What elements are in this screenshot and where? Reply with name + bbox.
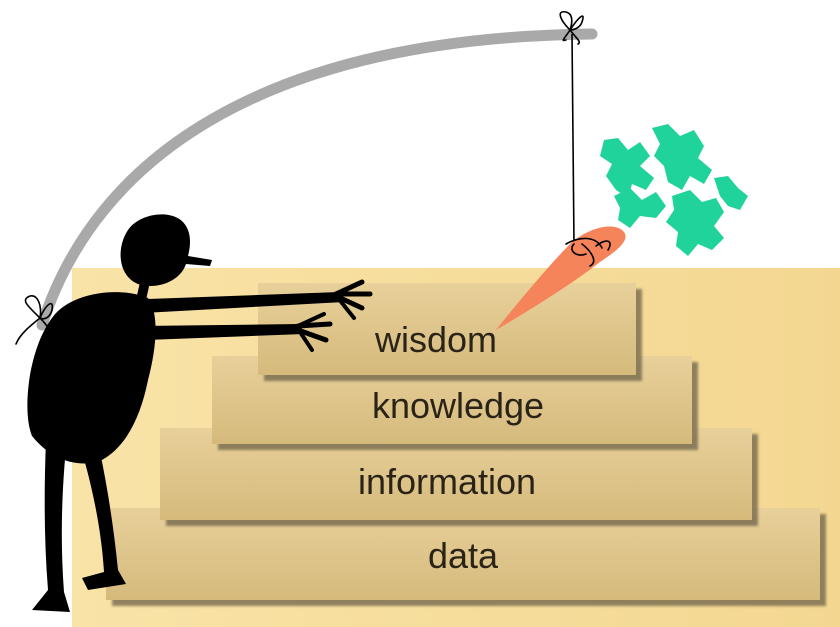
carrot-leaves-icon	[600, 124, 748, 256]
carrot-tie-knot-icon	[565, 237, 611, 267]
pole-tip-knot-icon	[559, 10, 584, 45]
tier-label-knowledge: knowledge	[372, 385, 544, 426]
carrot-icon	[496, 226, 626, 330]
figure-tie-knot-icon	[15, 295, 54, 345]
tier-label-wisdom: wisdom	[374, 319, 497, 360]
fishing-line	[571, 33, 575, 245]
tier-label-data: data	[428, 535, 499, 576]
stick-figure-reaching-icon	[27, 214, 373, 612]
tier-label-information: information	[358, 461, 536, 502]
pyramid: data information knowledge wisdom	[106, 283, 826, 606]
fishing-pole-icon	[36, 28, 598, 331]
